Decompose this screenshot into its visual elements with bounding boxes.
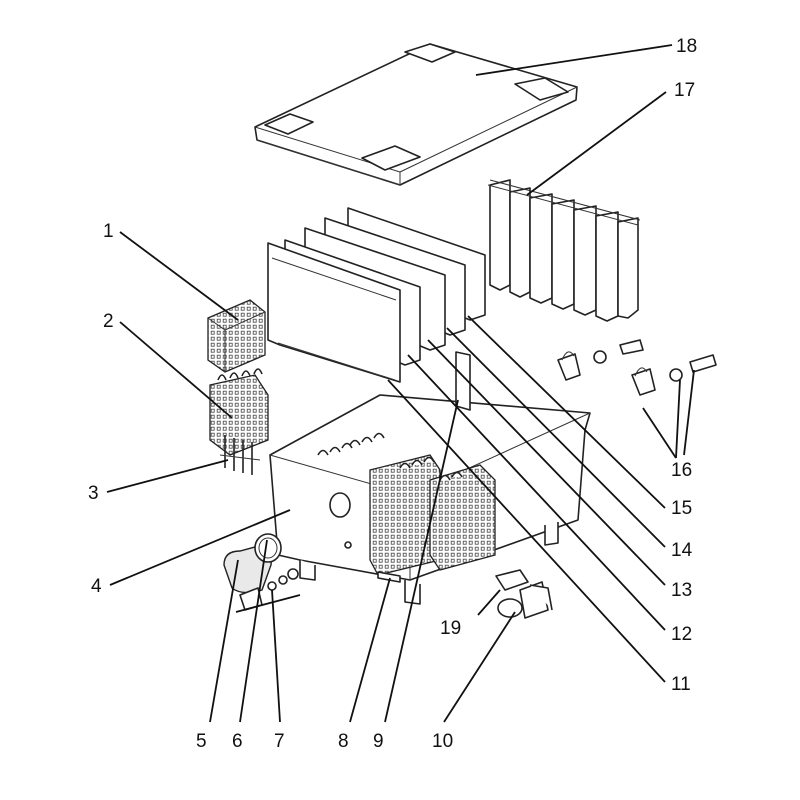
valve-part <box>495 569 553 619</box>
tank-part <box>269 394 591 605</box>
filter-cartridges-part <box>487 179 641 322</box>
callout-16: 16 <box>671 460 692 481</box>
callout-labels: 1 2 3 4 5 6 7 8 9 10 11 12 13 14 15 16 1… <box>88 36 697 752</box>
callout-17: 17 <box>674 80 695 101</box>
callout-10: 10 <box>432 731 453 752</box>
filter-basket-part <box>209 368 269 456</box>
small-fittings-part <box>557 339 717 396</box>
lid-part <box>254 43 578 186</box>
callout-7: 7 <box>274 731 285 752</box>
support-rods-part <box>219 435 261 475</box>
callout-18: 18 <box>676 36 697 57</box>
callout-4: 4 <box>91 576 102 597</box>
callout-5: 5 <box>196 731 207 752</box>
callout-3: 3 <box>88 483 99 504</box>
callout-9: 9 <box>373 731 384 752</box>
callout-14: 14 <box>671 540 693 561</box>
slot-part <box>377 351 471 583</box>
callout-19: 19 <box>440 618 461 639</box>
callout-15: 15 <box>671 498 692 519</box>
divider-plates-part <box>267 207 486 383</box>
callout-6: 6 <box>232 731 243 752</box>
callout-2: 2 <box>103 311 114 332</box>
callout-13: 13 <box>671 580 692 601</box>
callout-1: 1 <box>103 221 114 242</box>
sponge-block-part <box>207 299 266 373</box>
callout-11: 11 <box>671 674 691 695</box>
pump-part <box>223 533 282 594</box>
callout-8: 8 <box>338 731 349 752</box>
leader-lines <box>106 44 695 723</box>
callout-12: 12 <box>671 624 692 645</box>
